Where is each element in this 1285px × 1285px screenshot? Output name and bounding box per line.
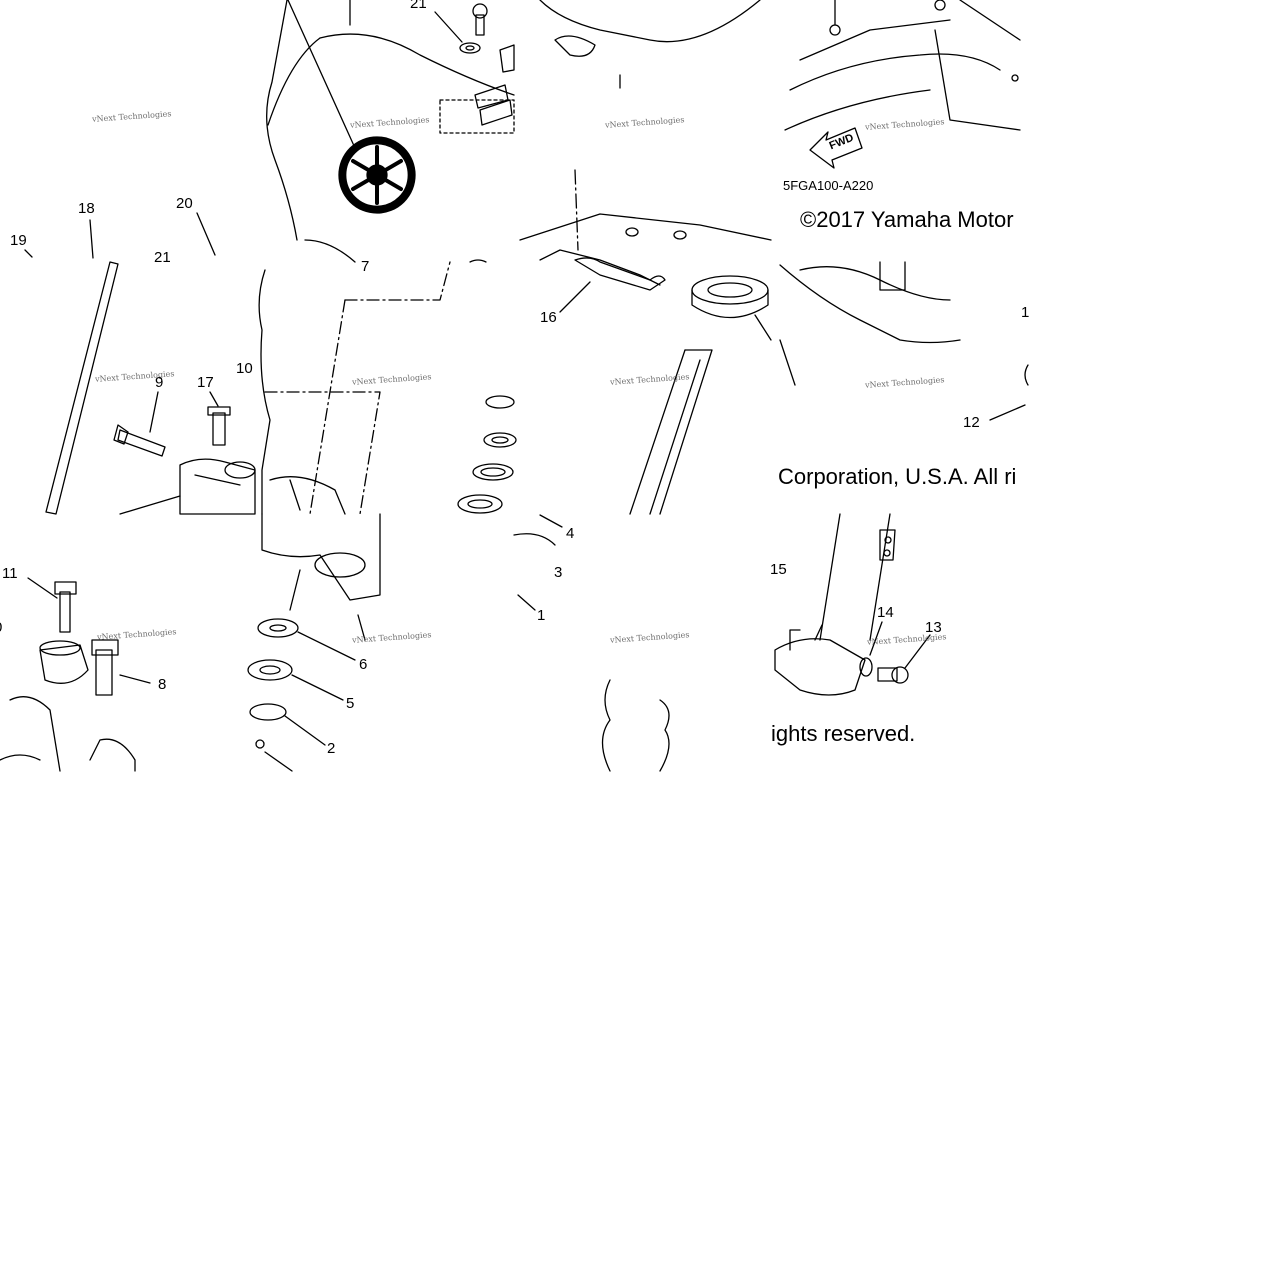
part-label: 6 (359, 656, 368, 673)
lower-bracket (261, 513, 381, 641)
part-label: 0 (0, 620, 2, 635)
part-label: 21 (154, 249, 171, 266)
copyright-line-2: Corporation, U.S.A. All ri (778, 464, 1017, 489)
seal-2 (249, 703, 326, 772)
part-label: 20 (176, 195, 193, 212)
washer-5 (247, 659, 344, 701)
part-label: 18 (78, 200, 95, 217)
bolt-13 (877, 634, 931, 684)
triple-clamp-lower (779, 261, 1029, 421)
part-label: 1 (537, 607, 546, 624)
part-label: 12 (963, 414, 980, 431)
part-label: 5 (346, 695, 355, 712)
bolt-9 (113, 424, 166, 457)
part-label: 9 (155, 374, 164, 391)
bearing-stack-left (457, 395, 517, 514)
part-label: 3 (554, 564, 563, 581)
part-label: 8 (158, 676, 167, 693)
part-label: 19 (10, 232, 27, 249)
part-label: 15 (770, 561, 787, 578)
bolt-17 (207, 406, 231, 446)
part-label: 17 (197, 374, 214, 391)
part-label: 10 (236, 360, 253, 377)
part-number-code: 5FGA100-A220 (783, 178, 874, 193)
upper-bracket-clamp (119, 458, 256, 515)
bolt-11 (27, 577, 77, 633)
bearing-right (691, 275, 772, 341)
handlebar-holder (0, 640, 136, 772)
steering-stem-center (258, 259, 487, 515)
part-label: 4 (566, 525, 575, 542)
front-fork-tube (629, 349, 713, 515)
fender-upper (519, 0, 772, 286)
bolt-21 (434, 3, 488, 54)
part-label: 7 (361, 258, 370, 275)
part-label: 16 (540, 309, 557, 326)
part-label: 14 (877, 604, 894, 621)
yamaha-emblem-icon (338, 136, 416, 214)
part-label: 21 (410, 0, 427, 12)
front-cover (266, 0, 515, 241)
copyright-line-3: ights reserved. (771, 721, 916, 746)
part-label: 13 (925, 619, 942, 636)
fender-lower-right (784, 0, 1021, 131)
clamp-16 (559, 257, 666, 313)
part-label: 1 (1021, 304, 1030, 321)
nut-6 (257, 618, 356, 661)
lower-fork-right (819, 513, 896, 641)
part-label: 2 (327, 740, 336, 757)
fwd-arrow-icon (809, 127, 863, 169)
washer-14 (859, 621, 883, 677)
fork-boot (601, 679, 670, 772)
copyright-line-1: ©2017 Yamaha Motor (800, 207, 1014, 232)
part-label: 11 (2, 565, 18, 582)
stem-rod-18 (45, 261, 119, 515)
bolt-8 (91, 639, 151, 696)
axle-clamp (774, 624, 866, 696)
